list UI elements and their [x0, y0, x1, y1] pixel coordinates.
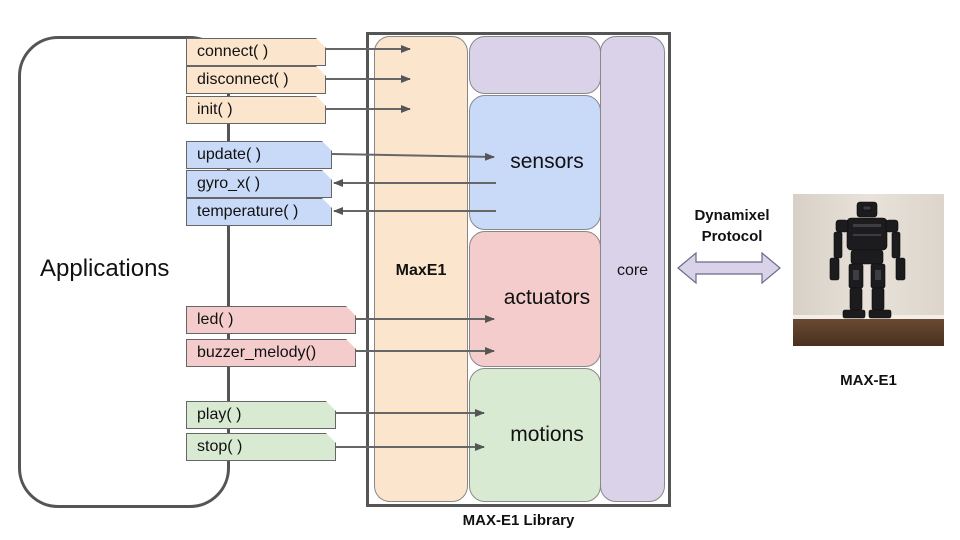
protocol-double-arrow — [677, 251, 781, 285]
actuators-label: actuators — [503, 286, 591, 309]
actuators-module — [469, 231, 601, 367]
api-gyro-x[interactable]: gyro_x( ) — [186, 170, 332, 198]
motions-label: motions — [510, 423, 584, 446]
motions-module — [469, 368, 601, 502]
api-init[interactable]: init( ) — [186, 96, 326, 124]
core-module — [600, 36, 665, 502]
core-top-module — [469, 36, 601, 94]
protocol-label-line1: Dynamixel — [694, 207, 770, 224]
maxe1-module — [374, 36, 468, 502]
protocol-label-line2: Protocol — [701, 228, 763, 245]
api-connect[interactable]: connect( ) — [186, 38, 326, 66]
api-update[interactable]: update( ) — [186, 141, 332, 169]
library-title: MAX-E1 Library — [462, 512, 575, 529]
robot-photo — [793, 194, 944, 346]
api-led[interactable]: led( ) — [186, 306, 356, 334]
maxe1-label: MaxE1 — [395, 262, 447, 279]
api-temperature[interactable]: temperature( ) — [186, 198, 332, 226]
api-buzzer-melody[interactable]: buzzer_melody() — [186, 339, 356, 367]
sensors-module — [469, 95, 601, 230]
robot-label: MAX-E1 — [840, 372, 897, 389]
api-stop[interactable]: stop( ) — [186, 433, 336, 461]
protocol-label: Dynamixel Protocol — [672, 205, 792, 247]
core-label: core — [616, 262, 649, 279]
api-disconnect[interactable]: disconnect( ) — [186, 66, 326, 94]
sensors-label: sensors — [510, 150, 584, 173]
applications-label: Applications — [40, 255, 170, 282]
api-play[interactable]: play( ) — [186, 401, 336, 429]
